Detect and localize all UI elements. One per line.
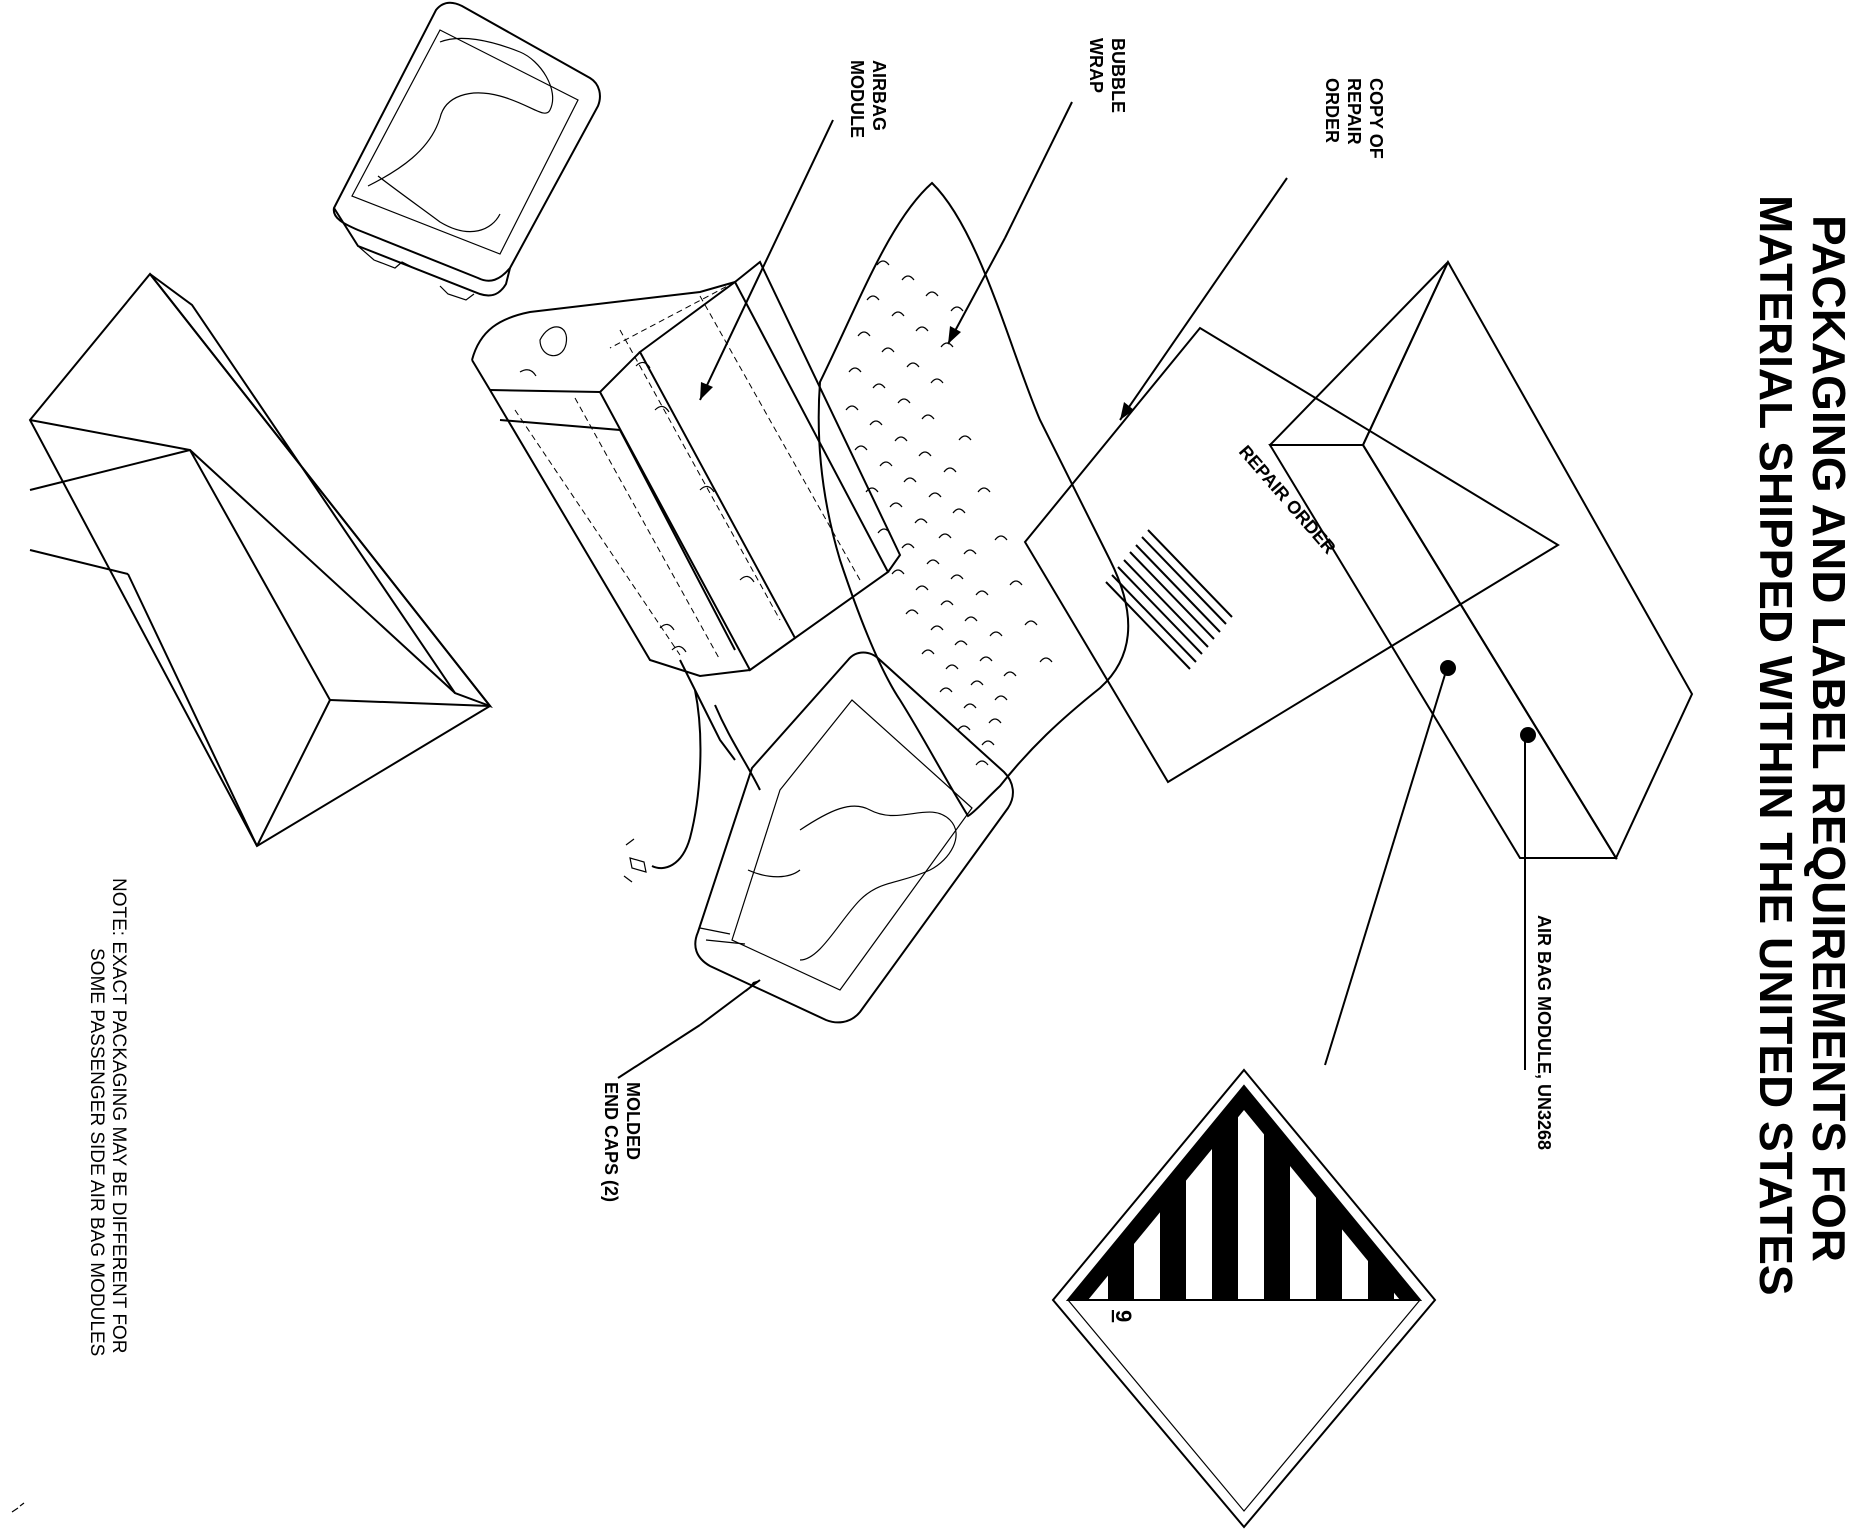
label-molded-end-caps: MOLDED END CAPS (2): [601, 1082, 643, 1202]
wire-connector: [623, 689, 702, 883]
airbag-module-unit: [471, 260, 902, 791]
svg-text:MOLDED: MOLDED: [623, 1082, 643, 1160]
svg-text:AIR BAG MODULE, UN3268: AIR BAG MODULE, UN3268: [1534, 915, 1554, 1150]
leader-lines: [617, 101, 1526, 1079]
svg-text:MODULE: MODULE: [847, 60, 867, 138]
note-text: NOTE: EXACT PACKAGING MAY BE DIFFERENT F…: [86, 878, 129, 1356]
repair-order-sheet: REPAIR ORDER: [1023, 326, 1560, 784]
svg-text:ORDER: ORDER: [1322, 78, 1342, 143]
molded-end-cap-bottom: [694, 651, 1014, 1024]
label-airbag-module: AIRBAG MODULE: [847, 60, 889, 138]
label-air-bag-module-un3268: AIR BAG MODULE, UN3268: [1534, 915, 1554, 1150]
hazard-stripes: [1065, 1084, 1423, 1301]
svg-text:SOME PASSENGER SIDE AIR BAG MO: SOME PASSENGER SIDE AIR BAG MODULES: [86, 948, 107, 1356]
svg-text:REPAIR: REPAIR: [1344, 78, 1364, 145]
repair-order-sheet-title: REPAIR ORDER: [1235, 442, 1340, 558]
outer-shipping-box: [1268, 259, 1694, 861]
hazard-class-number: 9: [1111, 1310, 1136, 1322]
svg-text:NOTE: EXACT PACKAGING MAY BE D: NOTE: EXACT PACKAGING MAY BE DIFFERENT F…: [108, 878, 129, 1353]
bubble-marks: [845, 260, 1053, 766]
title-line-1: PACKAGING AND LABEL REQUIREMENTS FOR: [1803, 215, 1855, 1262]
svg-text:END CAPS (2): END CAPS (2): [601, 1082, 621, 1202]
label-bubble-wrap: BUBBLE WRAP: [1086, 38, 1128, 113]
svg-text:COPY OF: COPY OF: [1366, 78, 1386, 159]
label-copy-of-repair-order: COPY OF REPAIR ORDER: [1322, 78, 1386, 159]
svg-text:BUBBLE: BUBBLE: [1108, 38, 1128, 113]
bubble-wrap: [817, 181, 1130, 818]
stray-mark: [11, 1502, 25, 1513]
svg-text:AIRBAG: AIRBAG: [869, 60, 889, 131]
repair-order-lines: [1105, 529, 1233, 670]
left-inner-box: [28, 272, 493, 848]
hazard-class-9-label: 9: [1051, 1068, 1437, 1529]
svg-text:WRAP: WRAP: [1086, 38, 1106, 93]
title-line-2: MATERIAL SHIPPED WITHIN THE UNITED STATE…: [1750, 195, 1802, 1296]
molded-end-cap-top: [332, 1, 601, 301]
diagram-title: PACKAGING AND LABEL REQUIREMENTS FOR MAT…: [1750, 195, 1855, 1296]
